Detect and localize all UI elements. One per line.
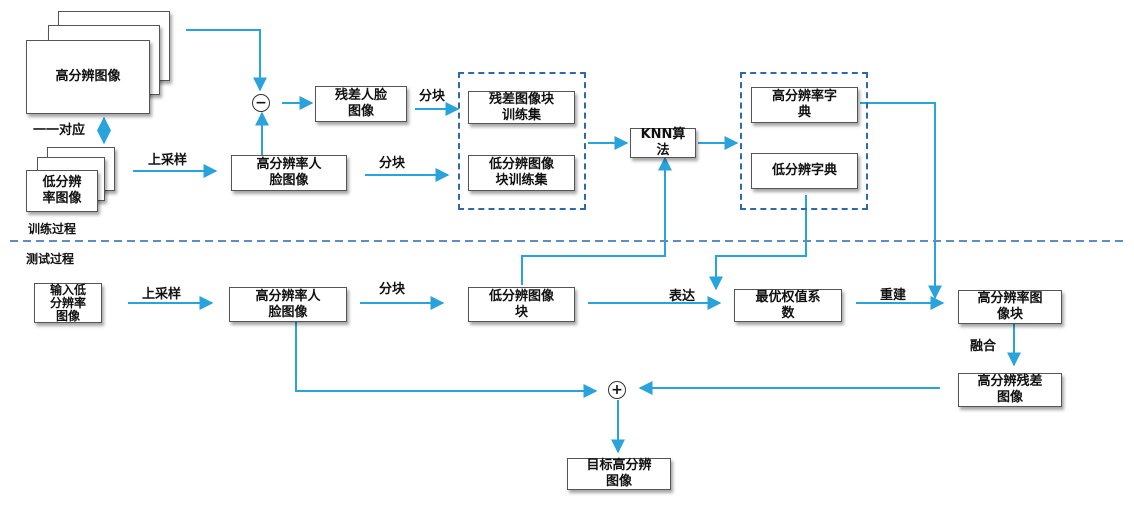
upsample-test-label: 上采样 bbox=[142, 287, 182, 302]
hr-dict-box: 高分辨率字 典 bbox=[751, 87, 858, 123]
lr-image-box: 低分辨 率图像 bbox=[26, 170, 98, 212]
training-set-group bbox=[458, 72, 586, 210]
residual-face-box: 残差人脸 图像 bbox=[315, 86, 407, 122]
input-lr-label: 输入低 分辨率 图像 bbox=[49, 282, 86, 323]
training-section-label: 训练过程 bbox=[28, 222, 77, 236]
fuse-label: 融合 bbox=[970, 339, 997, 354]
target-hr-label: 目标高分辨 图像 bbox=[586, 458, 652, 489]
hr-image-box: 高分辨图像 bbox=[26, 40, 150, 114]
residual-train-set-label: 残差图像块 训练集 bbox=[488, 91, 554, 123]
hr-dict-label: 高分辨率字 典 bbox=[771, 89, 837, 120]
knn-label: KNN算 法 bbox=[640, 127, 686, 158]
arrow-lrdict-to-weights bbox=[709, 195, 807, 291]
hr-residual-label: 高分辨残差 图像 bbox=[977, 374, 1043, 405]
lr-dict-box: 低分辨字典 bbox=[751, 153, 858, 189]
hr-patch-label: 高分辨率图 像块 bbox=[977, 291, 1043, 322]
reconstruct-label: 重建 bbox=[880, 288, 907, 303]
patch-top-label: 分块 bbox=[419, 89, 446, 104]
subtract-operator: − bbox=[252, 94, 270, 112]
add-operator: + bbox=[608, 381, 626, 399]
hr-face-test-label: 高分辨率人 脸图像 bbox=[255, 288, 321, 320]
hr-face-train-box: 高分辨率人 脸图像 bbox=[231, 155, 347, 191]
patch-mid-label: 分块 bbox=[379, 156, 406, 171]
lr-patch-label: 低分辨图像 块 bbox=[488, 288, 554, 320]
represent-label: 表达 bbox=[669, 289, 696, 304]
testing-section-label: 测试过程 bbox=[26, 252, 75, 266]
arrow-hrdict-to-hrpatch bbox=[860, 102, 942, 300]
target-hr-box: 目标高分辨 图像 bbox=[567, 458, 671, 490]
optimal-weights-box: 最优权值系 数 bbox=[734, 289, 842, 322]
input-lr-box: 输入低 分辨率 图像 bbox=[34, 283, 102, 323]
hr-image-label: 高分辨图像 bbox=[55, 69, 121, 84]
residual-face-label: 残差人脸 图像 bbox=[334, 88, 387, 119]
hr-face-test-box: 高分辨率人 脸图像 bbox=[229, 287, 347, 322]
patch-test-label: 分块 bbox=[379, 282, 406, 297]
hr-face-train-label: 高分辨率人 脸图像 bbox=[256, 157, 322, 188]
lr-train-set-box: 低分辨图像 块训练集 bbox=[468, 155, 575, 191]
upsample-train-label: 上采样 bbox=[148, 153, 188, 168]
dictionary-group bbox=[740, 72, 868, 210]
lr-dict-label: 低分辨字典 bbox=[771, 163, 837, 178]
arrow-face-to-add bbox=[295, 322, 598, 398]
hr-residual-box: 高分辨残差 图像 bbox=[958, 373, 1062, 407]
knn-box: KNN算 法 bbox=[630, 127, 696, 158]
optimal-weights-label: 最优权值系 数 bbox=[755, 289, 821, 321]
correspondence-label: 一一对应 bbox=[33, 123, 86, 138]
arrow-lrpatch-to-knn bbox=[521, 156, 672, 285]
residual-train-set-box: 残差图像块 训练集 bbox=[468, 91, 575, 124]
lr-patch-box: 低分辨图像 块 bbox=[468, 287, 575, 322]
hr-patch-box: 高分辨率图 像块 bbox=[958, 290, 1062, 324]
arrow-hr-to-subtract bbox=[186, 29, 267, 92]
lr-train-set-label: 低分辨图像 块训练集 bbox=[488, 157, 554, 188]
lr-image-label: 低分辨 率图像 bbox=[42, 175, 82, 206]
